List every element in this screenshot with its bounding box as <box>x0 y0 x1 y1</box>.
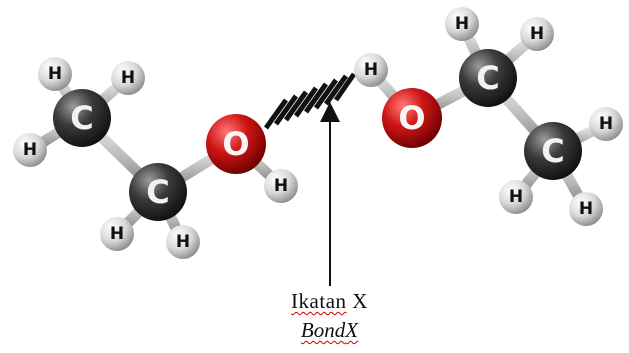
bond-label-word: Ikatan <box>291 289 347 313</box>
bond-label-english: BondX <box>0 318 629 343</box>
atom-symbol: C <box>476 59 499 97</box>
carbon-atom: C <box>53 89 111 147</box>
hydrogen-atom: H <box>100 217 134 251</box>
carbon-atom: C <box>459 49 517 107</box>
atom-symbol: H <box>530 24 544 44</box>
atom-symbol: C <box>541 132 564 170</box>
hydrogen-atom: H <box>499 180 533 214</box>
atom-symbol: O <box>398 99 425 137</box>
oxygen-atom: O <box>382 88 442 148</box>
hydrogen-atom: H <box>38 57 72 91</box>
bond-label-indonesian: Ikatan X <box>0 289 629 314</box>
hydrogen-atom: H <box>520 17 554 51</box>
atom-symbol: H <box>509 187 523 207</box>
atom-symbol: H <box>579 199 593 219</box>
hydrogen-atom: H <box>445 7 479 41</box>
oxygen-atom: O <box>206 114 266 174</box>
atom-symbol: H <box>23 140 37 160</box>
atom-symbol: H <box>364 60 378 80</box>
atom-symbol: H <box>455 14 469 34</box>
atom-symbol: C <box>146 173 169 211</box>
hydrogen-atom: H <box>589 107 623 141</box>
carbon-atom: C <box>129 163 187 221</box>
atom-symbol: H <box>274 176 288 196</box>
hydrogen-atom: H <box>166 225 200 259</box>
atom-symbol: H <box>176 232 190 252</box>
bond-label-en-word: Bond <box>300 318 346 342</box>
hydrogen-bond-x <box>263 72 357 130</box>
hydrogen-atom: H <box>111 61 145 95</box>
bond-label-letter: X <box>352 289 368 313</box>
hydrogen-atom: H <box>264 169 298 203</box>
hydrogen-atom: H <box>13 133 47 167</box>
bond-label-en-letter: X <box>345 318 359 342</box>
atom-symbol: O <box>222 125 249 163</box>
atom-symbol: H <box>599 114 613 134</box>
atom-symbol: H <box>110 224 124 244</box>
carbon-atom: C <box>524 122 582 180</box>
hydrogen-atom: H <box>354 53 388 87</box>
hydrogen-atom: H <box>569 192 603 226</box>
atom-symbol: H <box>121 68 135 88</box>
atom-symbol: H <box>48 64 62 84</box>
atom-symbol: C <box>70 99 93 137</box>
